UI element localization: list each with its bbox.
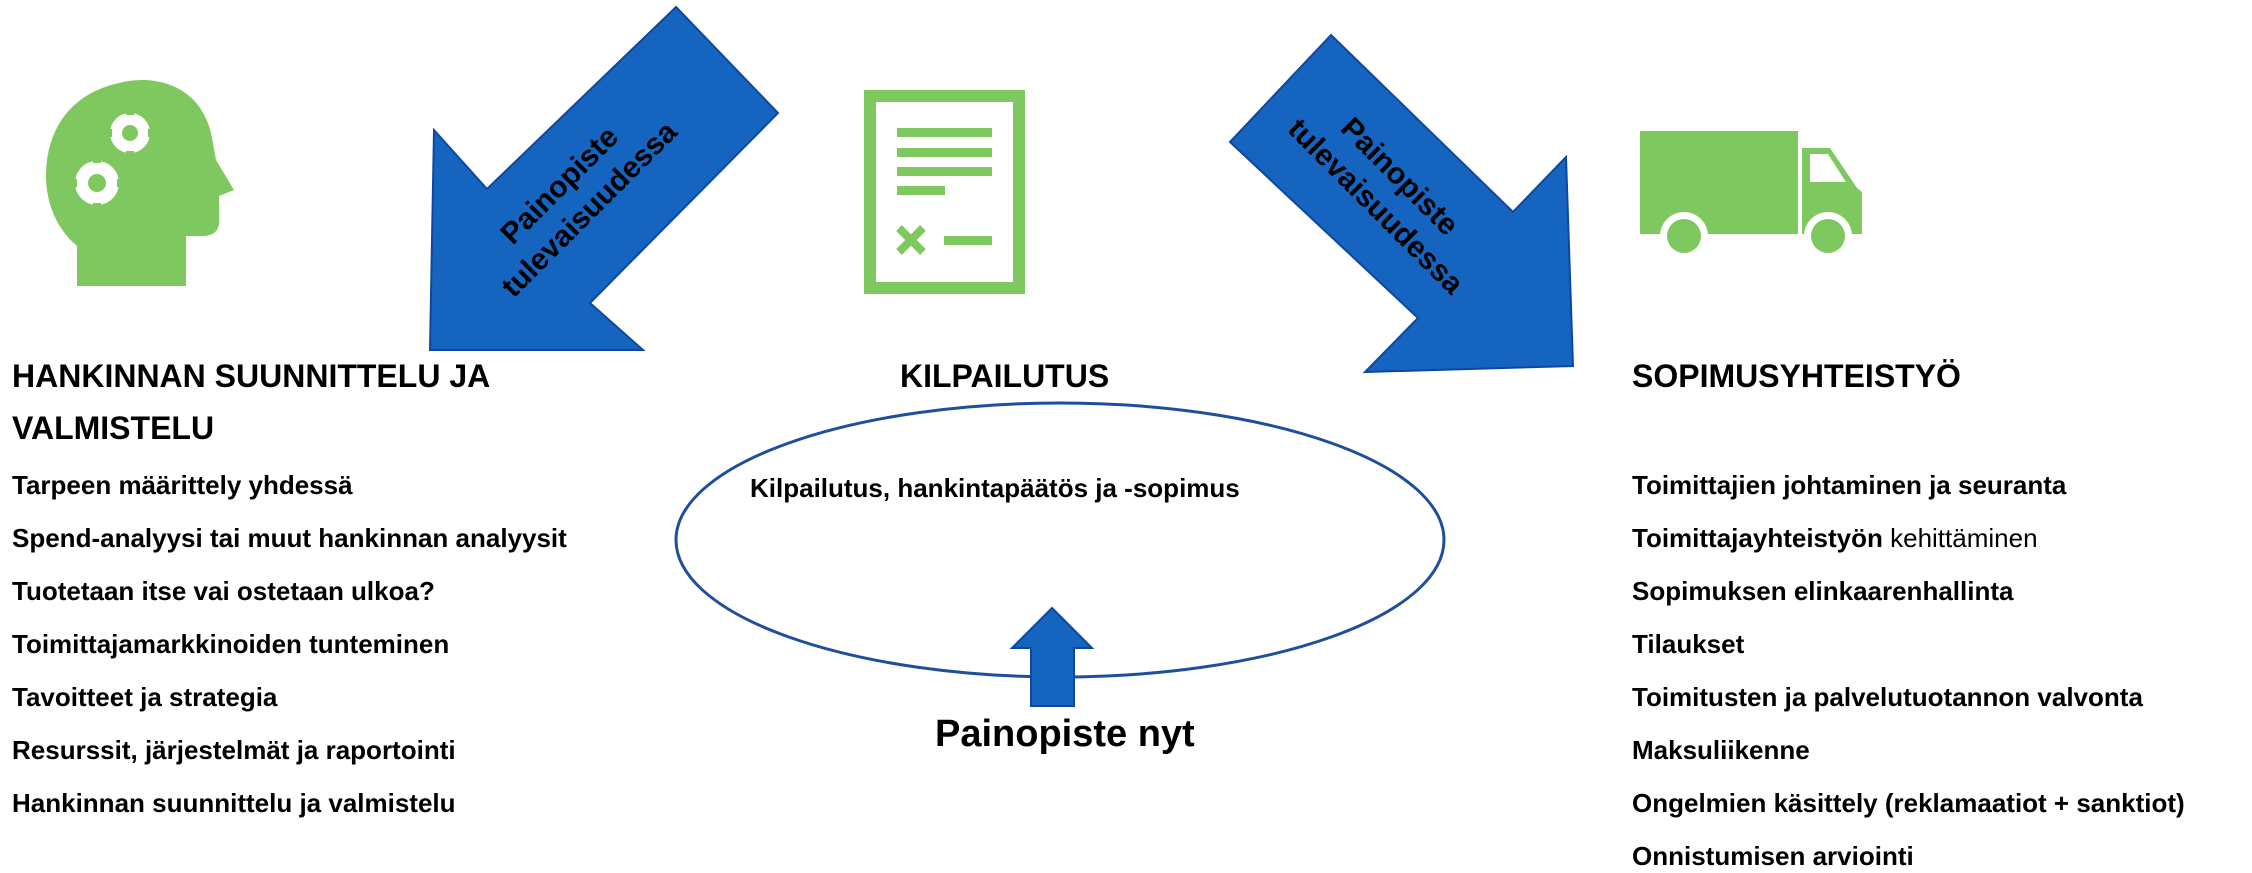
list-item: Maksuliikenne — [1632, 735, 1810, 765]
focus-now-label: Painopiste nyt — [935, 713, 1195, 755]
ellipse-text: Kilpailutus, hankintapäätös ja -sopimus — [750, 473, 1240, 503]
truck-icon — [1640, 131, 1862, 260]
head-gears-icon — [46, 79, 234, 286]
list-item: Onnistumisen arviointi — [1632, 841, 1914, 871]
focus-now-arrow — [1009, 606, 1095, 707]
list-item: Tarpeen määrittely yhdessä — [12, 470, 353, 500]
list-item: Ongelmien käsittely (reklamaatiot + sank… — [1632, 788, 2185, 818]
list-item: Sopimuksen elinkaarenhallinta — [1632, 576, 2014, 606]
list-item: Toimittajamarkkinoiden tunteminen — [12, 629, 450, 659]
right-column-title: SOPIMUSYHTEISTYÖ — [1632, 358, 1961, 394]
left-column-list: Tarpeen määrittely yhdessä Spend-analyys… — [12, 468, 567, 820]
list-item: Resurssit, järjestelmät ja raportointi — [12, 735, 456, 765]
left-column-title: HANKINNAN SUUNNITTELU JA VALMISTELU — [12, 358, 490, 446]
list-item: Spend-analyysi tai muut hankinnan analyy… — [12, 523, 567, 553]
list-item: Toimittajien johtaminen ja seuranta — [1632, 470, 2067, 500]
list-item: Toimitusten ja palvelutuotannon valvonta — [1632, 682, 2143, 712]
list-item: Tavoitteet ja strategia — [12, 682, 278, 712]
list-item: Tuotetaan itse vai ostetaan ulkoa? — [12, 576, 435, 606]
right-future-arrow: Painopiste tulevaisuudessa — [1228, 33, 1575, 374]
center-column-title: KILPAILUTUS — [900, 358, 1110, 394]
list-item: Tilaukset — [1632, 629, 1745, 659]
list-item: Toimittajayhteistyön kehittäminen — [1632, 523, 2038, 553]
list-item: Hankinnan suunnittelu ja valmistelu — [12, 788, 456, 818]
left-future-arrow: Painopiste tulevaisuudessa — [428, 5, 780, 351]
right-column-list: Toimittajien johtaminen ja seuranta Toim… — [1632, 468, 2185, 873]
document-icon — [864, 90, 1025, 294]
